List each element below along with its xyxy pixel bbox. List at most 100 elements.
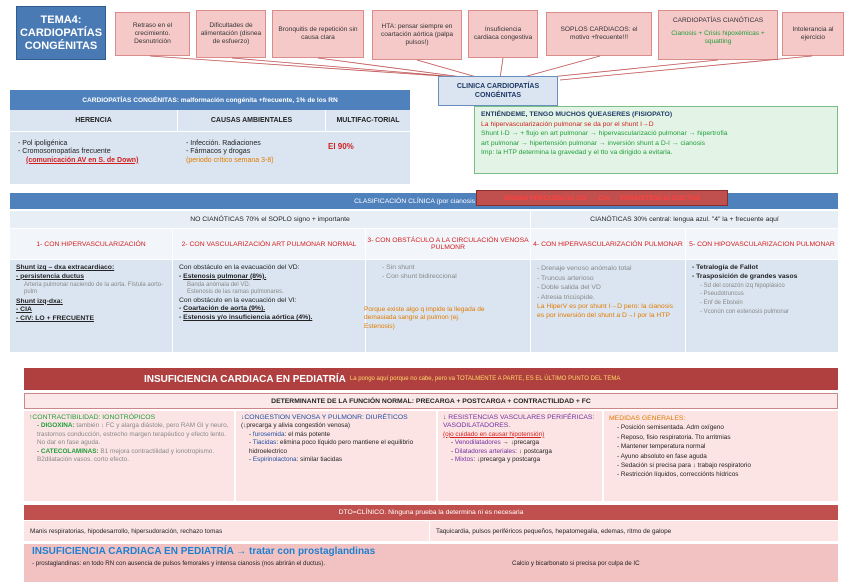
col4-item: - Atresia tricúspide.: [537, 293, 595, 301]
fisio-box: ENTIÉNDEME, TENGO MUCHOS QUEASERES (FISI…: [474, 106, 838, 174]
causas-list: - Infección. Radiaciones - Fármacos y dr…: [186, 140, 324, 165]
col5-item: - Sd del corazón izq hipoplásico: [700, 282, 785, 289]
det-col-1: ↑CONTRACTIBILIDAD: IONOTRÓPICOS - DIGOXI…: [24, 411, 234, 501]
col-header-2: 2- CON VASCULARIZACIÓN ART PULMONAR NORM…: [173, 229, 365, 259]
det-col-4: MEDIDAS GENERALES: - Posición semisentad…: [604, 411, 838, 501]
ic2-left: - prostaglandinas: en todo RN con ausenc…: [32, 560, 326, 567]
ic-header: INSUFICIENCIA CARDIACA EN PEDIATRÍA La p…: [24, 368, 838, 390]
col-header-1: 1- CON HIPERVASCULARIZACIÓN: [10, 229, 172, 259]
col2-i1: - Estenosis pulmonar (8%).: [179, 272, 267, 280]
ic2-title: INSUFICIENCIA CARDIACA EN PEDIATRÍA → tr…: [32, 546, 376, 557]
det4-item: - Reposo, fisio respiratoria. Tto arritm…: [617, 433, 731, 441]
col-header-3: 3- CON OBSTÁCULO A LA CIRCULACIÓN VENOSA…: [366, 229, 530, 259]
cc-table: HERENCIA CAUSAS AMBIENTALES MULTIFAC-TOR…: [10, 110, 410, 184]
symptom-box-bronchitis: Bronquitis de repetición sin causa clara: [272, 10, 364, 58]
det-col-3: ↓ RESISTENCIAS VASCULARES PERIFÉRICAS: V…: [438, 411, 602, 501]
symptom-box-intolerance: Intolerancia al ejercicio: [782, 12, 844, 56]
manif-row: Manis respiratorias, hipodesarrollo, hip…: [24, 521, 838, 541]
col-body-2: Con obstáculo en la evacuación del VD: -…: [173, 260, 365, 352]
det3-item: - Mixtos: ↓precarga y postcarga: [451, 456, 541, 464]
col3-note: Porque existe algo q impide la llegada d…: [364, 305, 485, 330]
col5-item: - Vconún con estenosis pulmonar: [700, 308, 790, 315]
det1-item: - CATECOLAMINAS: B1 mejora contractilida…: [37, 447, 215, 464]
cc-col-herencia: HERENCIA: [10, 110, 178, 132]
det-col-2: ↓CONGESTION VENOSA Y PULMONR: DIURÉTICOS…: [236, 411, 436, 501]
ic-subtitle: La pongo aquí porque no cabe, pero va TO…: [349, 376, 621, 382]
cianoticas-title: CARDIOPATÍAS CIANÓTICAS: [672, 17, 764, 24]
causas-item: - Infección. Radiaciones: [186, 140, 261, 147]
fisio-line: La hipervascularización pulmonar se da p…: [481, 120, 654, 128]
det2-sub: (↓precarga y alivia congestión venosa): [241, 422, 351, 430]
det4-title: MEDIDAS GENERALES:: [609, 415, 686, 422]
det2-item: - furosemida: el más potente: [249, 430, 331, 438]
fisio-line: Imp: la HTP determina la gravedad y el t…: [481, 149, 673, 156]
clinica-box: CLINICA CARDIOPATÍAS CONGÉNITAS: [438, 76, 558, 106]
det3-title: ↓ RESISTENCIAS VASCULARES PERIFÉRICAS: V…: [443, 414, 595, 430]
det4-item: - Posición semisentada. Adm oxígeno: [617, 424, 724, 432]
det4-item: - Sedación si precisa para ↓ trabajo res…: [617, 462, 751, 470]
col4-item: - Doble salida del VD: [537, 284, 601, 292]
cianoticas-body: Cianosis + Crisis hipoxémicas + squattin…: [671, 30, 765, 45]
det2-item: - Tiacidas: elimina poco líquido pero ma…: [249, 439, 414, 455]
col3-i1: - Sin shunt: [382, 264, 415, 271]
symptom-box-feeding: Dificultades de alimentación (disnea de …: [196, 10, 266, 58]
col5-item: - Trasposición de grandes vasos: [692, 272, 798, 280]
fisio-line: Shunt I-D → + flujo en art pulmonar → hi…: [481, 130, 728, 137]
col2-i1c: Estenosis de las ramas pulmonares.: [187, 289, 284, 296]
col-body-5: - Tetralogía de Fallot - Trasposición de…: [686, 260, 838, 352]
col2-h1: Con obstáculo en la evacuación del VD:: [179, 264, 300, 271]
cc-col-multi: MULTIFAC-TORIAL: [326, 110, 410, 132]
col1-h1: Shunt izq – dxa extracardiaco:: [16, 264, 115, 271]
det3-sub: (ojo cuidado en causar hipotensión): [443, 430, 545, 438]
symptom-box-ic: Insuficiencia cardiaca congestiva: [468, 10, 538, 58]
cianoticas-box: CARDIOPATÍAS CIANÓTICAS Cianosis + Crisi…: [658, 10, 778, 60]
det4-item: - Mantener temperatura normal: [617, 443, 706, 451]
herencia-item: - Cromosomopatías frecuente: [18, 148, 111, 156]
cian-header: CIANÓTICAS 30% central: lengua azul. "4"…: [531, 211, 838, 228]
col4-item: - Truncus arterioso: [537, 274, 594, 282]
manif-left: Manis respiratorias, hipodesarrollo, hip…: [24, 521, 430, 541]
ic2-box: INSUFICIENCIA CARDIACA EN PEDIATRÍA → tr…: [24, 544, 838, 582]
col1-i3: - CIV: LO + FRECUENTE: [16, 315, 94, 323]
cc-header: CARDIOPATÍAS CONGÉNITAS: malformación co…: [10, 90, 410, 110]
col-header-5: 5- CON HIPOVASCULARIZACION PULMONAR: [686, 229, 838, 259]
ic-title: INSUFICIENCIA CARDIACA EN PEDIATRÍA: [144, 373, 346, 385]
herencia-item: (comunicación AV en S. de Down): [26, 156, 139, 164]
ic2-right: Calcio y bicarbonato si precisa por culp…: [512, 560, 640, 567]
col2-i2: - Coartación de aorta (9%).: [179, 305, 266, 313]
col2-i1b: Banda anómala del VD.: [187, 281, 251, 288]
cc-col-causas: CAUSAS AMBIENTALES: [178, 110, 326, 132]
symptom-box-growth: Retraso en el crecimiento. Desnutrición: [115, 12, 190, 56]
ic2-row: - prostaglandinas: en todo RN con ausenc…: [32, 560, 830, 567]
causas-item: (periodo crítico semana 3-8): [186, 156, 274, 164]
det3-item: - Dilatadores arteriales: ↓ postcarga: [451, 447, 552, 455]
col5-item: - Pseudotruncus: [700, 291, 744, 298]
orden-box: ORDEN FRECUENCIA CIV → CIA → PERSISTENCI…: [476, 190, 728, 206]
herencia-list: - Pol ipoligénica - Cromosomopatías frec…: [18, 140, 176, 165]
tema-title: TEMA4: CARDIOPATÍAS CONGÉNITAS: [16, 6, 106, 60]
no-cian-header: NO CIANÓTICAS 70% el SOPLO signo + impor…: [10, 211, 530, 228]
col-body-3: - Sin shunt - Con shunt bidireccional Po…: [364, 260, 530, 352]
det-header: DETERMINANTE DE LA FUNCIÓN NORMAL: PRECA…: [24, 393, 838, 409]
det2-item: - Espirinolactona: similar tiacidas: [249, 456, 343, 464]
col4-note: La HiperV es por shunt I→D pero: la cian…: [537, 303, 674, 320]
col4-item: - Drenaje venoso anómalo total: [537, 265, 632, 272]
fisio-line: art pulmonar → hipertensión pulmonar → i…: [481, 139, 706, 147]
manif-right: Taquicardia, pulsos periféricos pequeños…: [436, 527, 672, 535]
symptom-box-soplos: SOPLOS CARDIACOS: el motivo +frecuente!!…: [546, 12, 652, 56]
col-body-4: - Drenaje venoso anómalo total - Truncus…: [531, 260, 685, 352]
col-header-4: 4- CON HIPERVASCULARIZACIÓN PULMONAR: [531, 229, 685, 259]
det4-item: - Ayuno absoluto en fase aguda: [617, 452, 707, 460]
col1-i1: - persistencia ductus: [16, 272, 84, 280]
multi-value: El 90%: [328, 142, 354, 151]
col2-i3: - Estenosis y/o insuficiencia aórtica (4…: [179, 314, 313, 322]
connector-lines: [149, 55, 813, 81]
det2-title: ↓CONGESTION VENOSA Y PULMONR: DIURÉTICOS: [241, 414, 408, 421]
col3-i2: - Con shunt bidireccional: [382, 272, 457, 280]
col-body-1: Shunt izq – dxa extracardiaco: - persist…: [10, 260, 172, 352]
causas-item: - Fármacos y drogas: [186, 148, 251, 156]
fisio-title: ENTIÉNDEME, TENGO MUCHOS QUEASERES (FISI…: [481, 111, 673, 118]
det3-item: - Venodilatadores → ↓precarga: [451, 439, 540, 447]
det4-item: - Restricción líquidos, correcciónts híd…: [617, 471, 739, 479]
det1-item: - DIGOXINA: también ↓ FC y alarga diásto…: [37, 422, 229, 447]
